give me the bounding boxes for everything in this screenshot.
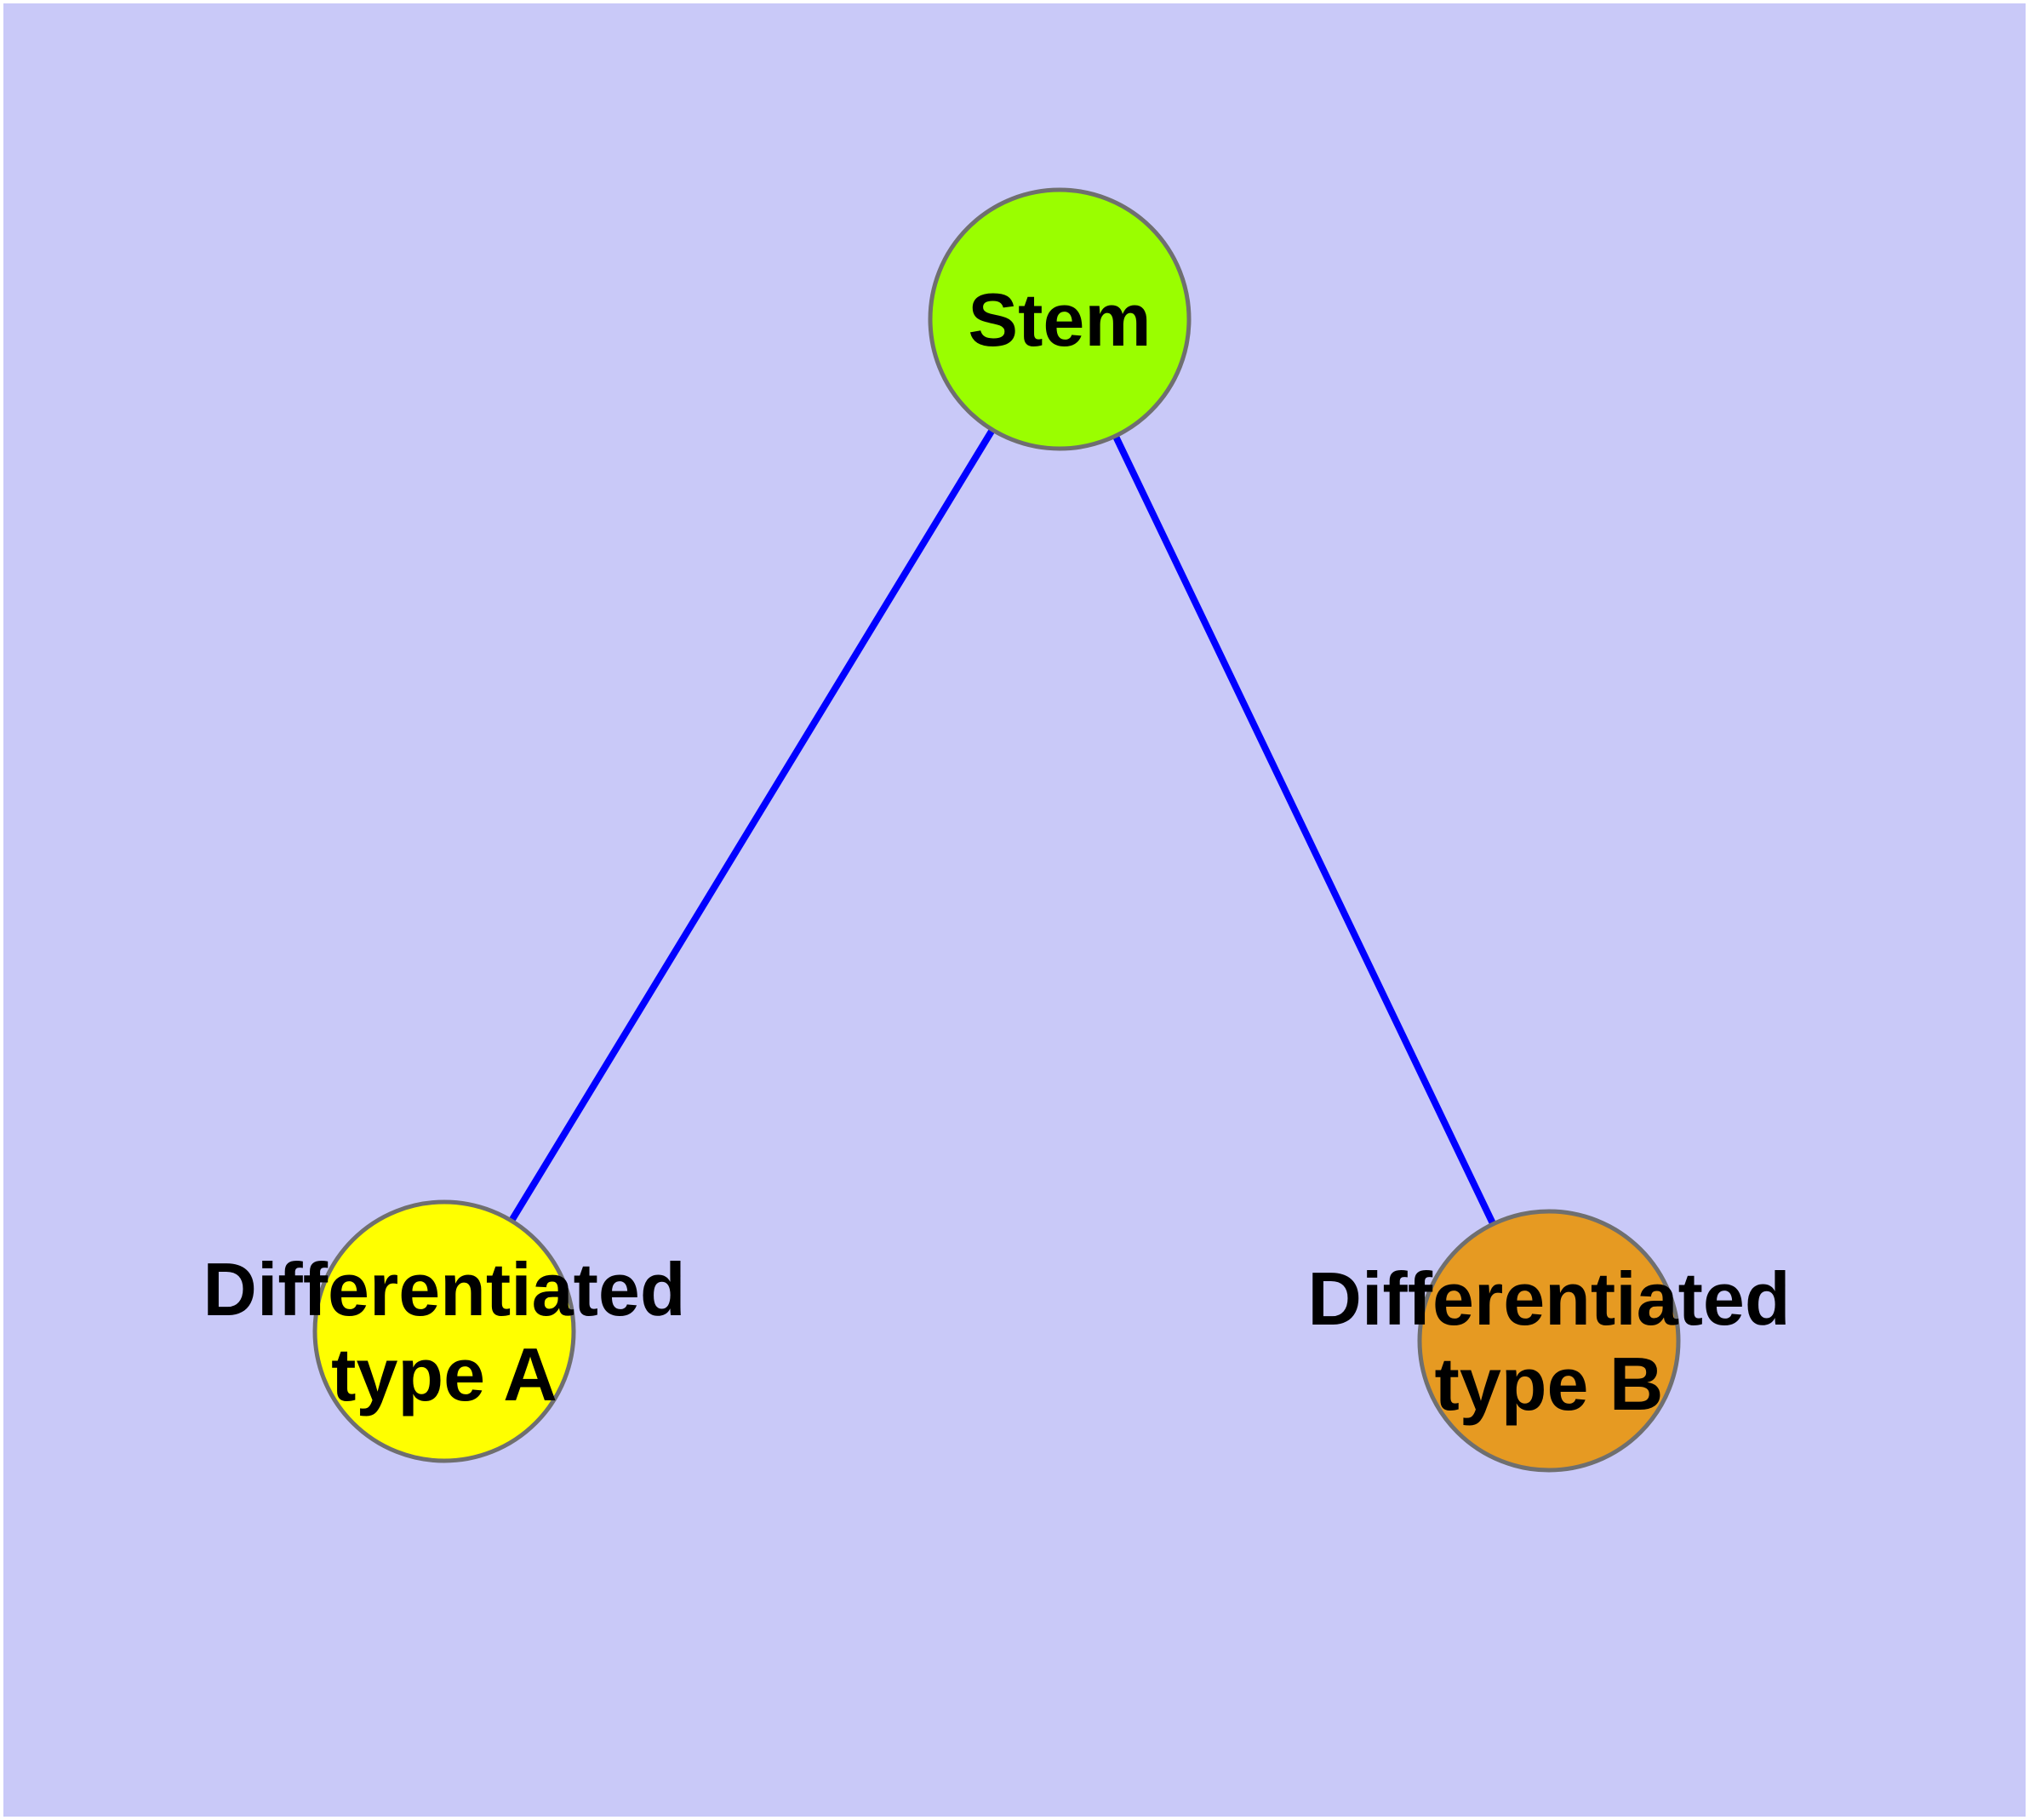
edge-stem-to-type-b <box>1056 318 1552 1342</box>
node-stem: Stem <box>928 187 1192 451</box>
node-stem-circle <box>928 187 1192 451</box>
node-stem-label: Stem <box>968 278 1151 362</box>
edge-stem-to-type-a <box>441 317 1063 1334</box>
edges-layer <box>441 317 1552 1342</box>
node-differentiated-type-b-circle <box>1417 1209 1681 1473</box>
node-differentiated-type-a-circle <box>312 1199 576 1463</box>
